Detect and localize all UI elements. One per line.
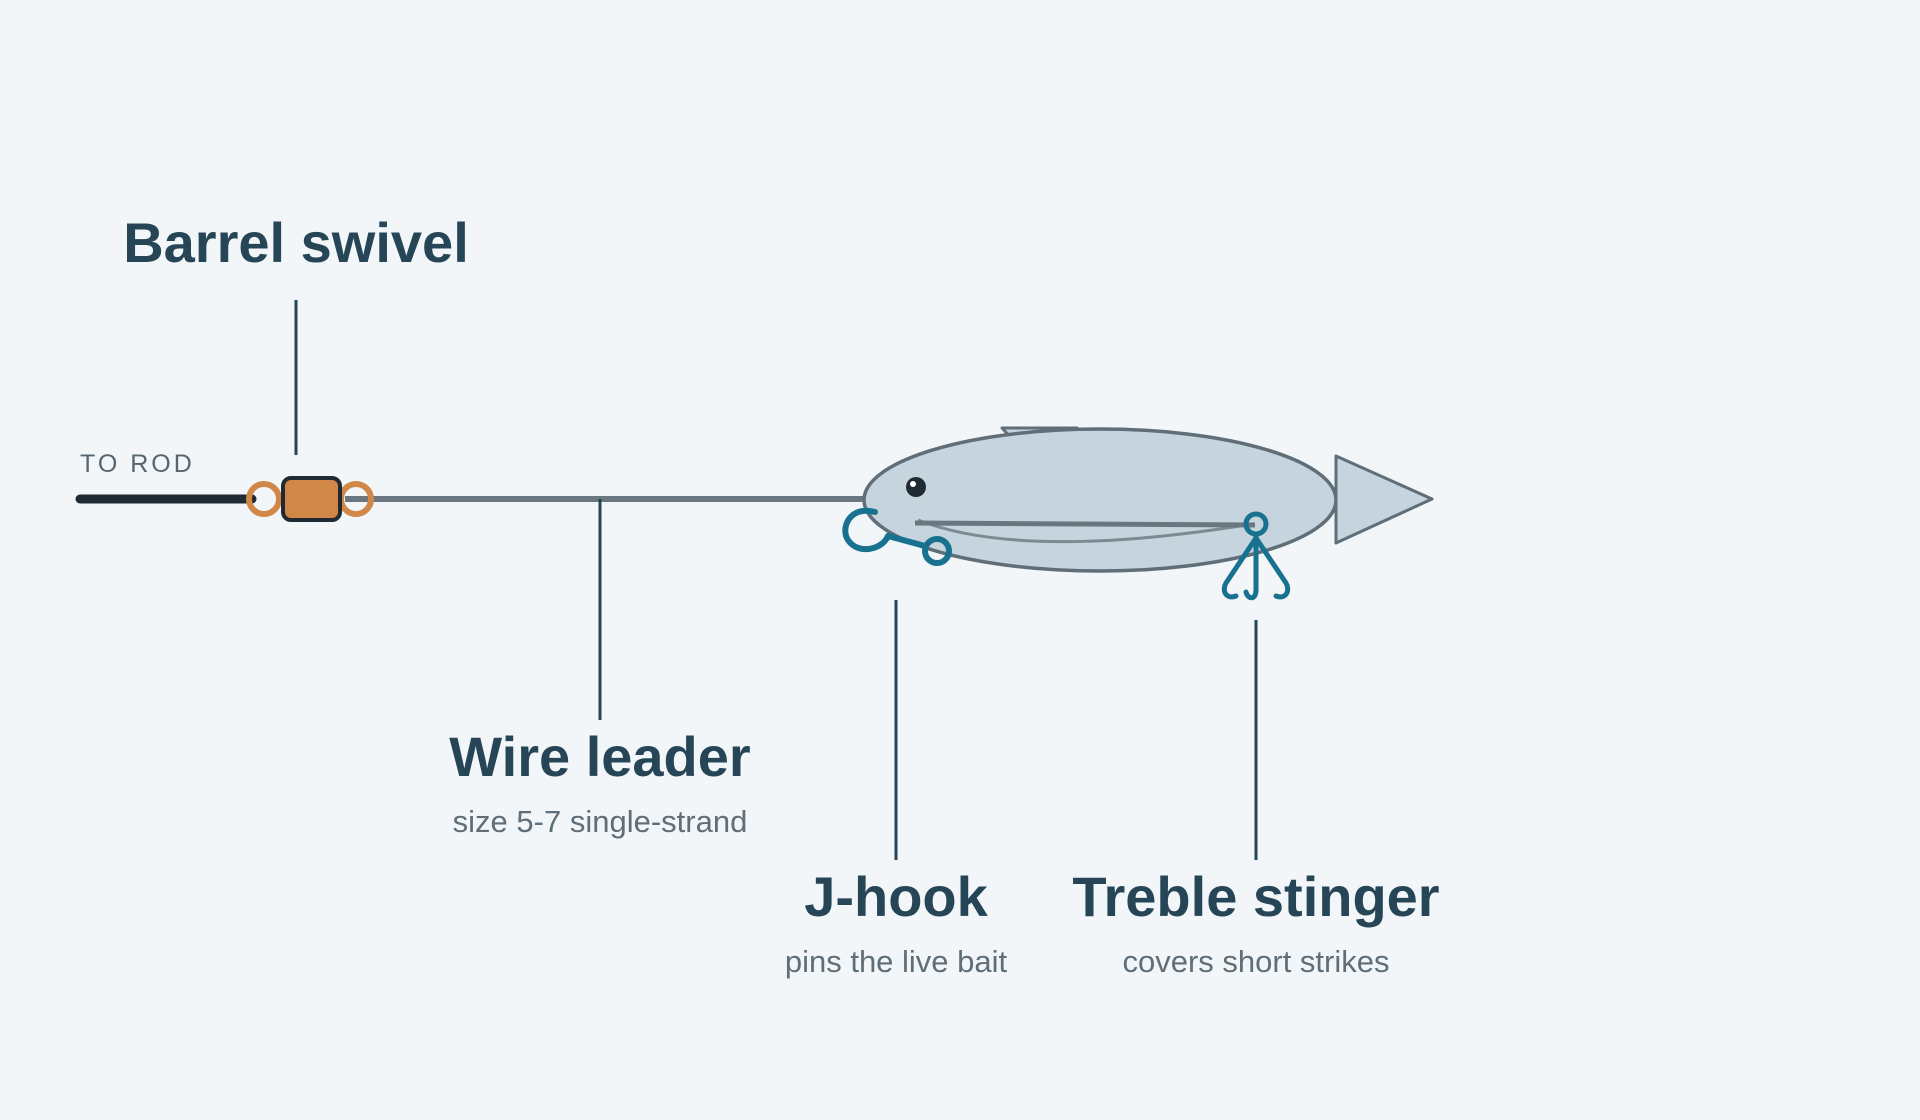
bait-eye-highlight — [910, 481, 916, 487]
j-hook-eye — [922, 536, 952, 566]
label-wire-leader: Wire leader — [449, 725, 750, 788]
sublabel-wire-leader: size 5-7 single-strand — [453, 804, 748, 839]
treble-prong-center — [1243, 587, 1259, 601]
treble-prong-left — [1221, 535, 1259, 600]
treble-hook — [1221, 511, 1291, 601]
bait-eye — [906, 477, 926, 497]
label-barrel-swivel: Barrel swivel — [123, 211, 469, 274]
j-hook — [842, 507, 952, 566]
treble-prong-right — [1253, 535, 1291, 600]
swivel-ring-left — [246, 481, 282, 517]
bait-fish — [862, 426, 1434, 573]
sublabel-j-hook: pins the live bait — [785, 944, 1008, 979]
sublabel-treble-stinger: covers short strikes — [1122, 944, 1389, 979]
swivel-barrel — [281, 476, 342, 522]
bait-belly-line — [917, 518, 1241, 544]
to-rod-label: TO ROD — [80, 450, 195, 478]
barrel-swivel — [246, 476, 374, 522]
bait-tail — [1334, 454, 1434, 545]
j-hook-bend — [842, 507, 928, 553]
label-j-hook: J-hook — [804, 865, 988, 928]
stinger-wire — [914, 520, 1256, 528]
label-treble-stinger: Treble stinger — [1072, 865, 1439, 928]
